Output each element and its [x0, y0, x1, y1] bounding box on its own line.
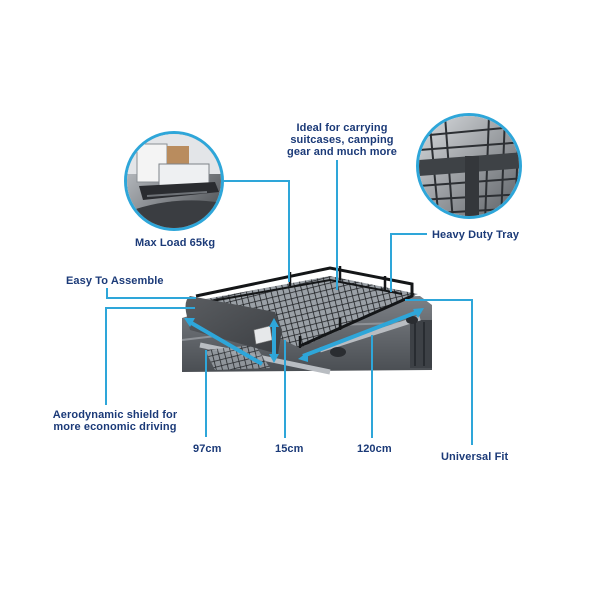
height-dimension-label: 15cm — [275, 443, 304, 455]
max-load-inset-image — [124, 131, 224, 231]
width-dimension-label: 97cm — [193, 443, 222, 455]
length-dimension-label: 120cm — [357, 443, 392, 455]
ideal-for-line1: Ideal for carrying — [296, 122, 388, 134]
heavy-duty-inset-image — [416, 113, 522, 219]
max-load-label: Max Load 65kg — [135, 237, 216, 249]
ideal-for-line3: gear and much more — [287, 146, 397, 158]
mesh-tray-closeup-image — [419, 116, 519, 216]
aerodynamic-shield-label: Aerodynamic shield for more economic dri… — [50, 409, 180, 433]
universal-fit-label: Universal Fit — [441, 451, 509, 463]
heavy-duty-tray-label: Heavy Duty Tray — [432, 229, 520, 241]
ideal-for-label: Ideal for carrying suitcases, camping ge… — [287, 122, 397, 158]
aero-line2: more economic driving — [53, 421, 177, 433]
aero-line1: Aerodynamic shield for — [52, 409, 178, 421]
suitcases-on-rack-image — [127, 134, 221, 228]
ideal-for-line2: suitcases, camping — [290, 134, 394, 146]
easy-to-assemble-label: Easy To Assemble — [66, 275, 164, 287]
